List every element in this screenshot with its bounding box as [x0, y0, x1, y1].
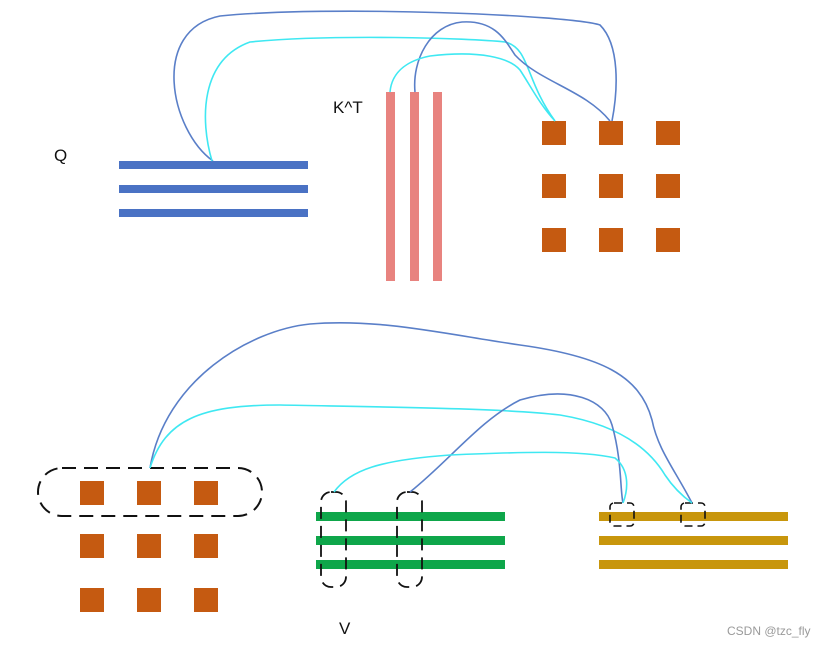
- v-column-highlight-1: [320, 491, 347, 588]
- q-row-2: [119, 185, 308, 193]
- score-cell: [137, 481, 161, 505]
- score-cell: [542, 121, 566, 145]
- connector-kt-to-score-blue: [413, 21, 611, 122]
- connector-v-to-output-blue: [409, 393, 624, 504]
- score-cell: [599, 121, 623, 145]
- output-cell-highlight-2: [680, 502, 706, 527]
- kt-label: K^T: [333, 98, 363, 117]
- q-row-1: [119, 161, 308, 169]
- score-cell: [137, 588, 161, 612]
- watermark: CSDN @tzc_fly: [727, 624, 811, 638]
- v-row-3: [316, 560, 505, 569]
- output-row-2: [599, 536, 788, 545]
- v-column-highlight-2: [396, 491, 423, 588]
- score-matrix-bottom: [80, 481, 218, 612]
- output-matrix: [599, 512, 788, 569]
- connector-q-to-score-blue: [173, 10, 617, 162]
- output-row-1: [599, 512, 788, 521]
- v-row-1: [316, 512, 505, 521]
- score-cell: [599, 174, 623, 198]
- v-matrix: [316, 512, 505, 569]
- score-cell: [656, 121, 680, 145]
- q-label: Q: [54, 146, 67, 165]
- connector-kt-to-score-cyan: [389, 53, 556, 122]
- connector-v-to-output-cyan: [333, 451, 628, 504]
- connector-score-to-output-blue: [149, 321, 693, 504]
- score-cell: [194, 481, 218, 505]
- score-cell: [80, 588, 104, 612]
- v-row-2: [316, 536, 505, 545]
- score-cell: [542, 174, 566, 198]
- q-matrix: [119, 161, 308, 217]
- score-cell: [80, 481, 104, 505]
- kt-col-1: [386, 92, 395, 281]
- score-cell: [194, 588, 218, 612]
- score-cell: [656, 174, 680, 198]
- connector-score-to-output-cyan: [149, 404, 693, 504]
- kt-col-2: [410, 92, 419, 281]
- score-cell: [656, 228, 680, 252]
- score-matrix-top: [542, 121, 680, 252]
- score-cell: [137, 534, 161, 558]
- kt-col-3: [433, 92, 442, 281]
- output-row-3: [599, 560, 788, 569]
- kt-matrix: [386, 92, 442, 281]
- score-cell: [599, 228, 623, 252]
- score-cell: [542, 228, 566, 252]
- score-cell: [80, 534, 104, 558]
- score-cell: [194, 534, 218, 558]
- v-label: V: [339, 619, 351, 638]
- output-cell-highlight-1: [609, 502, 635, 527]
- q-row-3: [119, 209, 308, 217]
- connector-q-to-score-cyan: [204, 36, 556, 162]
